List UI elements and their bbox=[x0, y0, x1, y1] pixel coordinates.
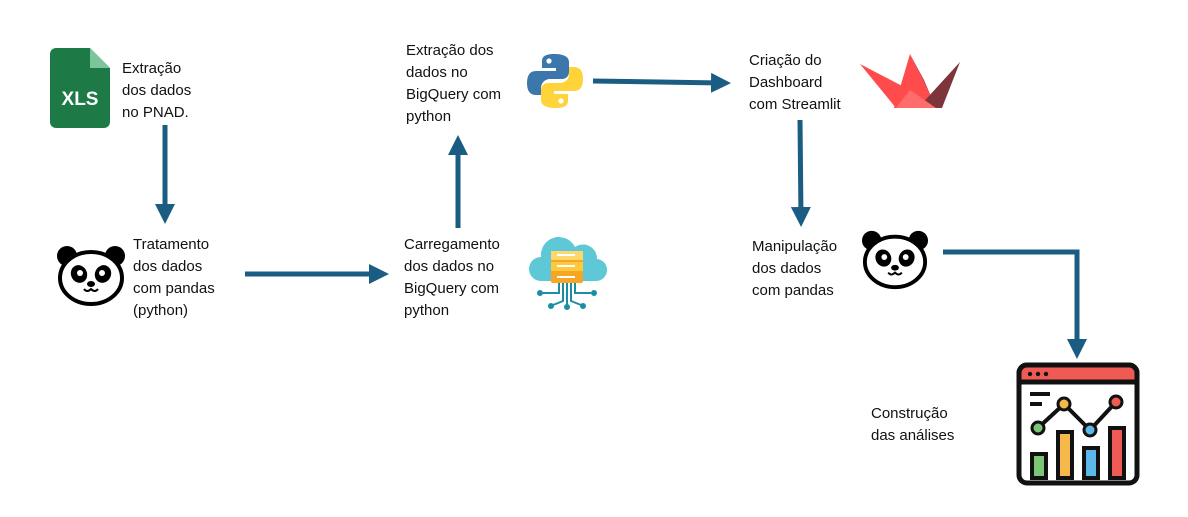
streamlit-logo-icon bbox=[858, 52, 962, 110]
step-dashboard: Criação do Dashboard com Streamlit bbox=[749, 52, 841, 113]
analytics-chart-icon bbox=[1016, 362, 1140, 486]
step-extract-bigquery: Extração dos dados no BigQuery com pytho… bbox=[406, 42, 502, 125]
xls-text: XLS bbox=[62, 89, 99, 110]
python-logo-icon bbox=[526, 52, 584, 110]
step-manipulate-pandas: Manipulação dos dados com pandas bbox=[752, 238, 838, 299]
arrow-dashboard-to-manipulate bbox=[790, 119, 811, 227]
arrow-python-to-dashboard bbox=[592, 72, 731, 93]
excel-file-icon: XLS bbox=[50, 48, 110, 128]
arrow-manipulate-to-analyses bbox=[943, 249, 1087, 359]
step-treat-pandas: Tratamento dos dados com pandas (python) bbox=[133, 236, 215, 319]
cloud-server-icon bbox=[527, 233, 608, 311]
step-analyses: Construção das análises bbox=[871, 405, 955, 444]
panda-icon bbox=[861, 228, 929, 290]
panda-icon bbox=[56, 244, 126, 306]
step-extract-pnad: Extração dos dados no PNAD. bbox=[122, 60, 192, 121]
step-load-bigquery: Carregamento dos dados no BigQuery com p… bbox=[404, 236, 500, 319]
